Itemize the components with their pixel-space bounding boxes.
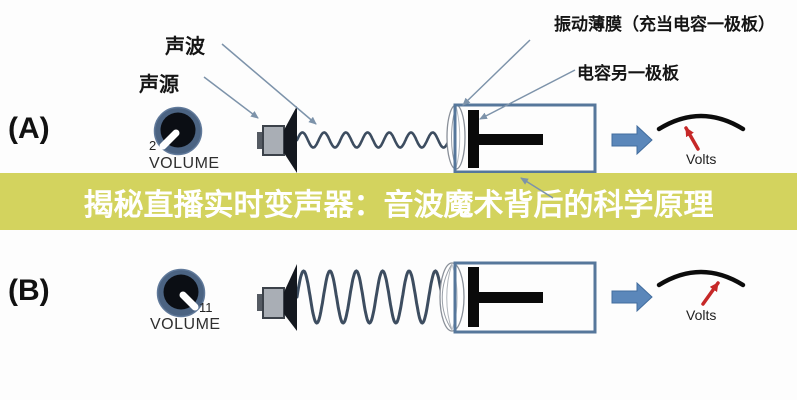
meter-a-unit: Volts: [686, 151, 717, 167]
block-arrow-a: [611, 124, 653, 156]
speaker-b-icon: [257, 264, 297, 331]
block-arrow-b: [611, 281, 653, 313]
sound-wave-arrow: [221, 43, 317, 125]
membrane-label: 振动薄膜（充当电容一极板）: [554, 15, 775, 34]
sound-wave-label: 声波: [165, 36, 205, 58]
banner-title: 揭秘直播实时变声器：音波魔术背后的科学原理: [83, 188, 714, 222]
speaker-a-icon: [257, 106, 297, 173]
sound-wave-a: [295, 131, 451, 149]
voltmeter-b: [656, 269, 746, 306]
sound-source-label: 声源: [139, 74, 179, 96]
other-plate-label: 电容另一极板: [577, 64, 679, 83]
knob-b-value: 11: [199, 300, 213, 315]
row-a-label: (A): [8, 112, 50, 145]
voltmeter-a: [656, 113, 746, 151]
membrane-arrow: [462, 39, 531, 106]
knob-a-value: 2: [149, 138, 157, 153]
volume-knob-b[interactable]: [156, 268, 206, 318]
sound-wave-b: [295, 269, 444, 325]
title-banner: 揭秘直播实时变声器：音波魔术背后的科学原理: [0, 173, 797, 230]
other-plate-arrow: [479, 69, 576, 120]
capacitor-a: [446, 103, 597, 174]
meter-b-unit: Volts: [686, 307, 717, 323]
volume-knob-a[interactable]: [153, 106, 203, 156]
capacitor-b: [439, 261, 597, 334]
knob-b-caption: VOLUME: [150, 316, 221, 333]
sound-source-arrow: [203, 76, 259, 119]
row-b-label: (B): [8, 274, 50, 307]
knob-a-caption: VOLUME: [149, 155, 220, 172]
